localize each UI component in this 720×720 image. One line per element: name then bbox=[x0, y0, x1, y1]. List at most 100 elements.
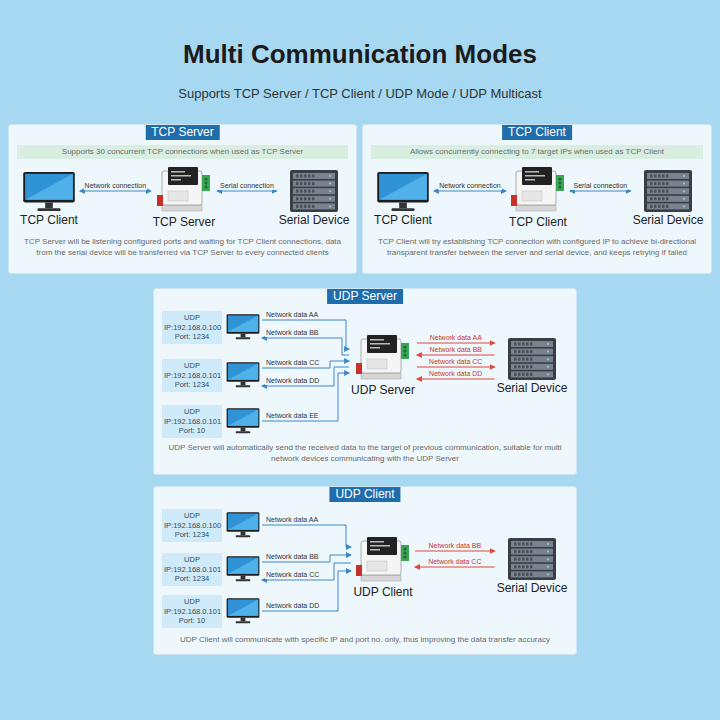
graphic-part bbox=[241, 428, 246, 432]
graphic-part bbox=[508, 538, 556, 580]
graphic-part bbox=[514, 350, 517, 353]
graphic-part bbox=[658, 175, 661, 178]
device-label: Serial Device bbox=[279, 213, 350, 227]
panel-header: TCP Server bbox=[145, 125, 219, 140]
udp-host-node: UDP IP:192.168.0.101 Port: 1234 bbox=[162, 553, 260, 586]
monitor-icon bbox=[226, 407, 260, 435]
device-label: UDP Client bbox=[353, 585, 412, 599]
graphic-part bbox=[329, 183, 331, 185]
graphic-part bbox=[296, 205, 299, 208]
pc-node: TCP Client bbox=[374, 171, 432, 227]
connector-arrow bbox=[434, 191, 506, 192]
graphic-part bbox=[650, 197, 653, 200]
graphic-part bbox=[518, 358, 521, 361]
graphic-part bbox=[241, 334, 246, 338]
device-label: Serial Device bbox=[633, 213, 704, 227]
graphic-part bbox=[658, 182, 661, 185]
graphic-part bbox=[514, 543, 517, 546]
graphic-part bbox=[329, 175, 331, 177]
graphic-part bbox=[518, 543, 521, 546]
graphic-part bbox=[356, 565, 362, 576]
graphic-part bbox=[514, 573, 517, 576]
graphic-part bbox=[228, 600, 258, 616]
monitor-icon bbox=[226, 511, 260, 539]
graphic-part bbox=[559, 186, 562, 189]
connector-arrow bbox=[415, 567, 495, 568]
udp-address-box: UDP IP:192.168.0.101 Port: 10 bbox=[162, 405, 222, 438]
udp-address-box: UDP IP:192.168.0.101 Port: 1234 bbox=[162, 553, 222, 586]
graphic-part bbox=[236, 536, 251, 538]
mode-panel: TCP ClientAllows concurrently connecting… bbox=[362, 124, 712, 274]
graphic-part bbox=[404, 556, 407, 559]
graphic-part bbox=[228, 316, 258, 332]
graphic-part bbox=[658, 190, 661, 193]
graphic-part bbox=[547, 573, 549, 575]
graphic-part bbox=[312, 197, 315, 200]
graphic-part bbox=[241, 382, 246, 386]
graphic-part bbox=[662, 197, 665, 200]
converter-icon bbox=[353, 533, 413, 585]
edge-label: Network data DD bbox=[265, 601, 320, 610]
graphic-part bbox=[329, 205, 331, 207]
graphic-part bbox=[370, 347, 380, 349]
graphic-part bbox=[683, 198, 685, 200]
graphic-part bbox=[157, 195, 163, 206]
panel-description: UDP Client will communicate with specifi… bbox=[164, 635, 566, 646]
connector-arrow bbox=[570, 191, 631, 192]
graphic-part bbox=[647, 188, 689, 194]
graphic-part bbox=[367, 335, 397, 353]
graphic-part bbox=[518, 365, 521, 368]
graphic-part bbox=[522, 565, 525, 568]
mode-panel: UDP ClientUDP Client will communicate wi… bbox=[153, 486, 577, 655]
graphic-part bbox=[511, 341, 553, 347]
graphic-part bbox=[312, 205, 315, 208]
panel-description: UDP Server will automatically send the r… bbox=[164, 443, 566, 464]
graphic-part bbox=[300, 175, 303, 178]
graphic-part bbox=[508, 338, 556, 380]
edge-label: Network data DD bbox=[265, 376, 320, 385]
device-label: TCP Client bbox=[20, 213, 78, 227]
graphic-part bbox=[293, 188, 335, 194]
converter-node: UDP Server bbox=[351, 331, 415, 397]
graphic-part bbox=[650, 182, 653, 185]
graphic-part bbox=[666, 182, 669, 185]
graphic-part bbox=[205, 182, 208, 185]
graphic-part bbox=[356, 363, 362, 374]
graphic-part bbox=[296, 182, 299, 185]
graphic-part bbox=[236, 386, 251, 388]
graphic-part bbox=[377, 172, 429, 203]
edge-label: Network data AA bbox=[429, 333, 483, 342]
edge-label: Network data BB bbox=[429, 345, 484, 354]
connector-arrow bbox=[262, 373, 349, 421]
graphic-part bbox=[241, 576, 246, 580]
graphic-part bbox=[514, 358, 517, 361]
serial-device-node: Serial Device bbox=[633, 169, 704, 227]
connector-arrow bbox=[417, 367, 495, 368]
graphic-part bbox=[228, 514, 258, 530]
graphic-part bbox=[293, 203, 335, 209]
graphic-part bbox=[683, 190, 685, 192]
graphic-part bbox=[662, 190, 665, 193]
graphic-part bbox=[45, 203, 53, 209]
graphic-part bbox=[168, 167, 198, 185]
graphic-part bbox=[654, 205, 657, 208]
graphic-part bbox=[511, 556, 553, 562]
graphic-part bbox=[658, 205, 661, 208]
graphic-part bbox=[522, 365, 525, 368]
graphic-part bbox=[227, 557, 260, 576]
edge-label: Network data AA bbox=[265, 515, 319, 524]
edge-label: Network data CC bbox=[427, 557, 482, 566]
graphic-part bbox=[228, 410, 258, 426]
graphic-part bbox=[329, 198, 331, 200]
graphic-part bbox=[662, 182, 665, 185]
edge-label: Network data BB bbox=[428, 541, 483, 550]
edge-label: Network data CC bbox=[428, 357, 483, 366]
graphic-part bbox=[683, 183, 685, 185]
graphic-part bbox=[296, 197, 299, 200]
graphic-part bbox=[526, 565, 529, 568]
converter-node: TCP Server bbox=[153, 163, 215, 229]
device-label: TCP Client bbox=[509, 215, 567, 229]
udp-address-box: UDP IP:192.168.0.100 Port: 1234 bbox=[162, 509, 222, 542]
graphic-part bbox=[511, 571, 553, 577]
